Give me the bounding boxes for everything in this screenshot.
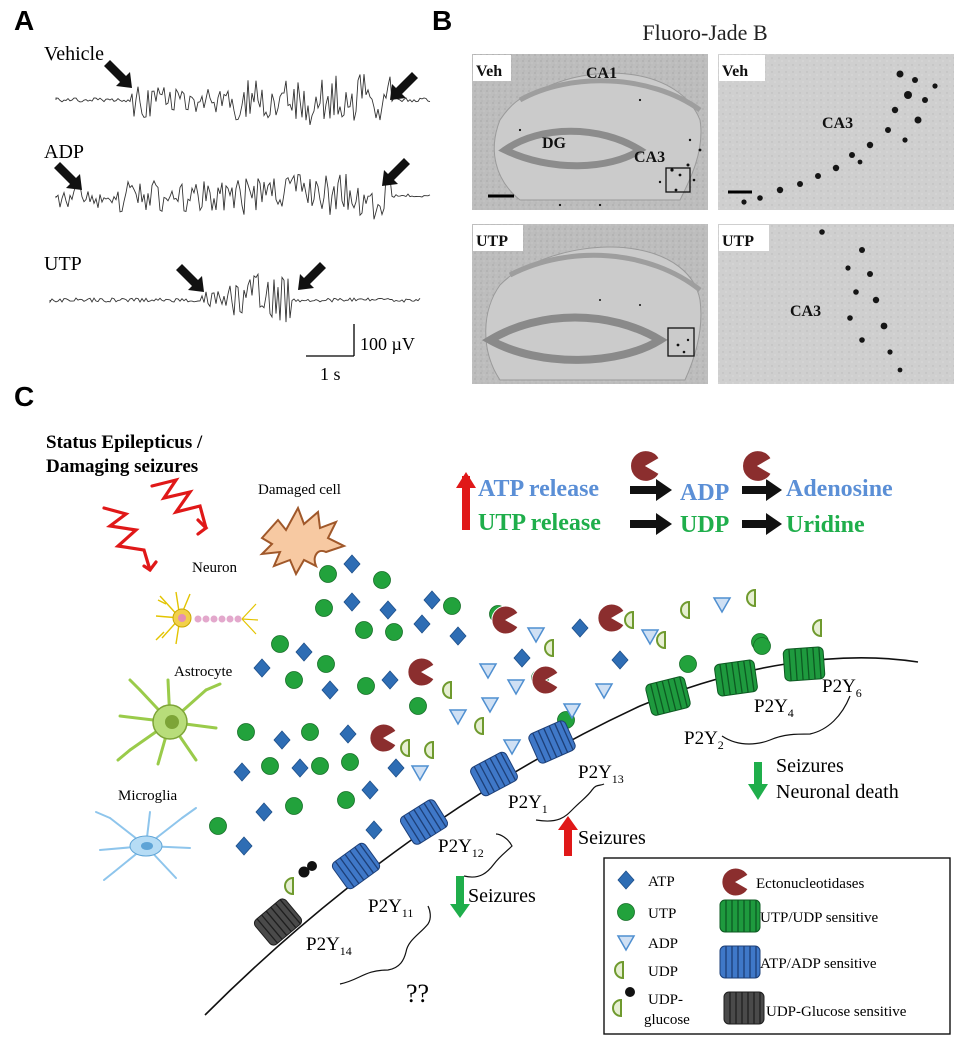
unknown-effect-text: ?? (406, 979, 429, 1008)
p2y1-effect-text: Seizures (578, 827, 646, 849)
region-label-ca1: CA1 (586, 65, 617, 82)
arrow-atp-to-adp (630, 479, 672, 501)
micrograph-tag-veh-1: Veh (476, 63, 502, 80)
micrograph-utp-ca3-zoom: UTP CA3 (718, 224, 954, 384)
legend-udp-glucose-sensitive: UDP-Glucose sensitive (766, 1004, 907, 1020)
astrocyte-illustration (116, 678, 222, 766)
panel-b-title: Fluoro-Jade B (642, 20, 767, 45)
eeg-trace-vehicle (55, 74, 431, 125)
seizure-onset-arrow-utp (176, 264, 204, 292)
scale-bar: 100 µV 1 s (306, 324, 415, 384)
effect-unknown: ?? (339, 905, 431, 1008)
micrograph-tag-utp-1: UTP (476, 233, 508, 250)
effect-p2y1: Seizures (535, 783, 646, 856)
down-arrow-p2y246 (748, 762, 768, 800)
label-microglia: Microglia (118, 788, 177, 804)
arrow-udp-to-uridine (742, 513, 782, 535)
arrow-adp-to-adenosine (742, 479, 782, 501)
receptor-p2y1: P2Y1 (468, 749, 548, 816)
panel-c-title-line1: Status Epilepticus / (46, 432, 203, 453)
micrograph-tag-veh-2: Veh (722, 63, 748, 80)
pathway-utp-release: UTP release (478, 510, 601, 536)
label-astrocyte: Astrocyte (174, 664, 233, 680)
seizure-onset-arrow-adp (54, 162, 82, 190)
legend-atp-adp-sensitive: ATP/ADP sensitive (760, 956, 877, 972)
pathway-ectonucleotidase-2 (741, 450, 772, 482)
legend-udp-glucose-2: glucose (644, 1012, 690, 1028)
micrograph-tag-utp-2: UTP (722, 233, 754, 250)
panel-c-letter: C (14, 381, 34, 412)
receptor-p2y2: P2Y2 (644, 674, 724, 752)
legend-utp: UTP (648, 906, 676, 922)
legend: ATP UTP ADP UDP UDP- glucose Ectonucleot… (603, 857, 951, 1035)
scale-bar-voltage: 100 µV (360, 334, 415, 354)
pathway-udp: UDP (680, 512, 729, 538)
trace-label-adp: ADP (44, 141, 84, 163)
label-damaged-cell: Damaged cell (258, 482, 341, 498)
p2y246-effect-text-2: Neuronal death (776, 781, 899, 803)
pathway-adp: ADP (680, 480, 729, 506)
microglia-illustration (95, 807, 197, 881)
up-arrow-p2y1 (558, 816, 578, 856)
eeg-trace-utp (49, 272, 421, 323)
neuron-illustration (155, 591, 259, 645)
receptor-p2y13: P2Y13 (526, 718, 624, 786)
legend-udp-glucose-1: UDP- (648, 992, 683, 1008)
panel-c-title-line2: Damaging seizures (46, 456, 198, 477)
pathway-diagram: ATP release UTP release ADP UDP Adenosin… (456, 450, 893, 538)
effect-p2y246: Seizures Neuronal death (721, 695, 899, 803)
legend-ectonucleotidases: Ectonucleotidases (756, 876, 864, 892)
seizure-squiggles (102, 477, 209, 573)
up-arrow-release (456, 472, 476, 530)
label-p2y12: P2Y12 (438, 836, 484, 860)
receptor-p2y14: P2Y14 (251, 861, 352, 958)
seizure-end-arrow-vehicle (390, 72, 418, 100)
pathway-uridine: Uridine (786, 512, 865, 538)
receptor-p2y11: P2Y11 (329, 840, 413, 920)
panel-a-letter: A (14, 5, 34, 36)
receptor-p2y12: P2Y12 (397, 797, 484, 860)
legend-atp: ATP (648, 874, 675, 890)
receptor-p2y6: P2Y6 (782, 645, 862, 700)
legend-udp: UDP (648, 964, 678, 980)
trace-label-utp: UTP (44, 253, 82, 275)
down-arrow-p2y12 (450, 876, 470, 918)
trace-label-vehicle: Vehicle (44, 43, 104, 65)
eeg-trace-adp (55, 173, 431, 220)
scale-bar-time: 1 s (320, 364, 341, 384)
region-label-dg: DG (542, 135, 567, 152)
micrograph-veh-ca3-zoom: Veh CA3 (718, 54, 954, 210)
micrograph-veh-overview: Veh CA1 DG CA3 (472, 54, 708, 210)
label-neuron: Neuron (192, 560, 237, 576)
label-p2y14: P2Y14 (306, 934, 352, 958)
label-p2y11: P2Y11 (368, 896, 413, 920)
p2y246-effect-text-1: Seizures (776, 755, 844, 777)
label-p2y4: P2Y4 (754, 696, 794, 720)
legend-adp: ADP (648, 936, 678, 952)
receptor-p2y4: P2Y4 (713, 637, 794, 720)
arrow-utp-to-udp (630, 513, 672, 535)
micrograph-utp-overview: UTP (472, 224, 708, 384)
region-label-ca3-overview: CA3 (634, 149, 665, 166)
label-p2y1: P2Y1 (508, 792, 548, 816)
seizure-end-arrow-utp (298, 262, 326, 290)
effect-p2y12: Seizures (450, 833, 536, 918)
pathway-adenosine: Adenosine (786, 476, 893, 502)
pathway-ectonucleotidase-1 (629, 450, 660, 482)
pathway-atp-release: ATP release (478, 476, 599, 502)
damaged-cell (259, 505, 347, 577)
region-label-ca3-utp-zoom: CA3 (790, 303, 821, 320)
p2y12-effect-text: Seizures (468, 885, 536, 907)
label-p2y13: P2Y13 (578, 762, 624, 786)
legend-utp-udp-sensitive: UTP/UDP sensitive (760, 910, 879, 926)
panel-b-letter: B (432, 5, 452, 36)
label-p2y2: P2Y2 (684, 728, 724, 752)
label-p2y6: P2Y6 (822, 676, 862, 700)
region-label-ca3-veh-zoom: CA3 (822, 115, 853, 132)
seizure-end-arrow-adp (382, 158, 410, 186)
seizure-onset-arrow-vehicle (104, 60, 132, 88)
